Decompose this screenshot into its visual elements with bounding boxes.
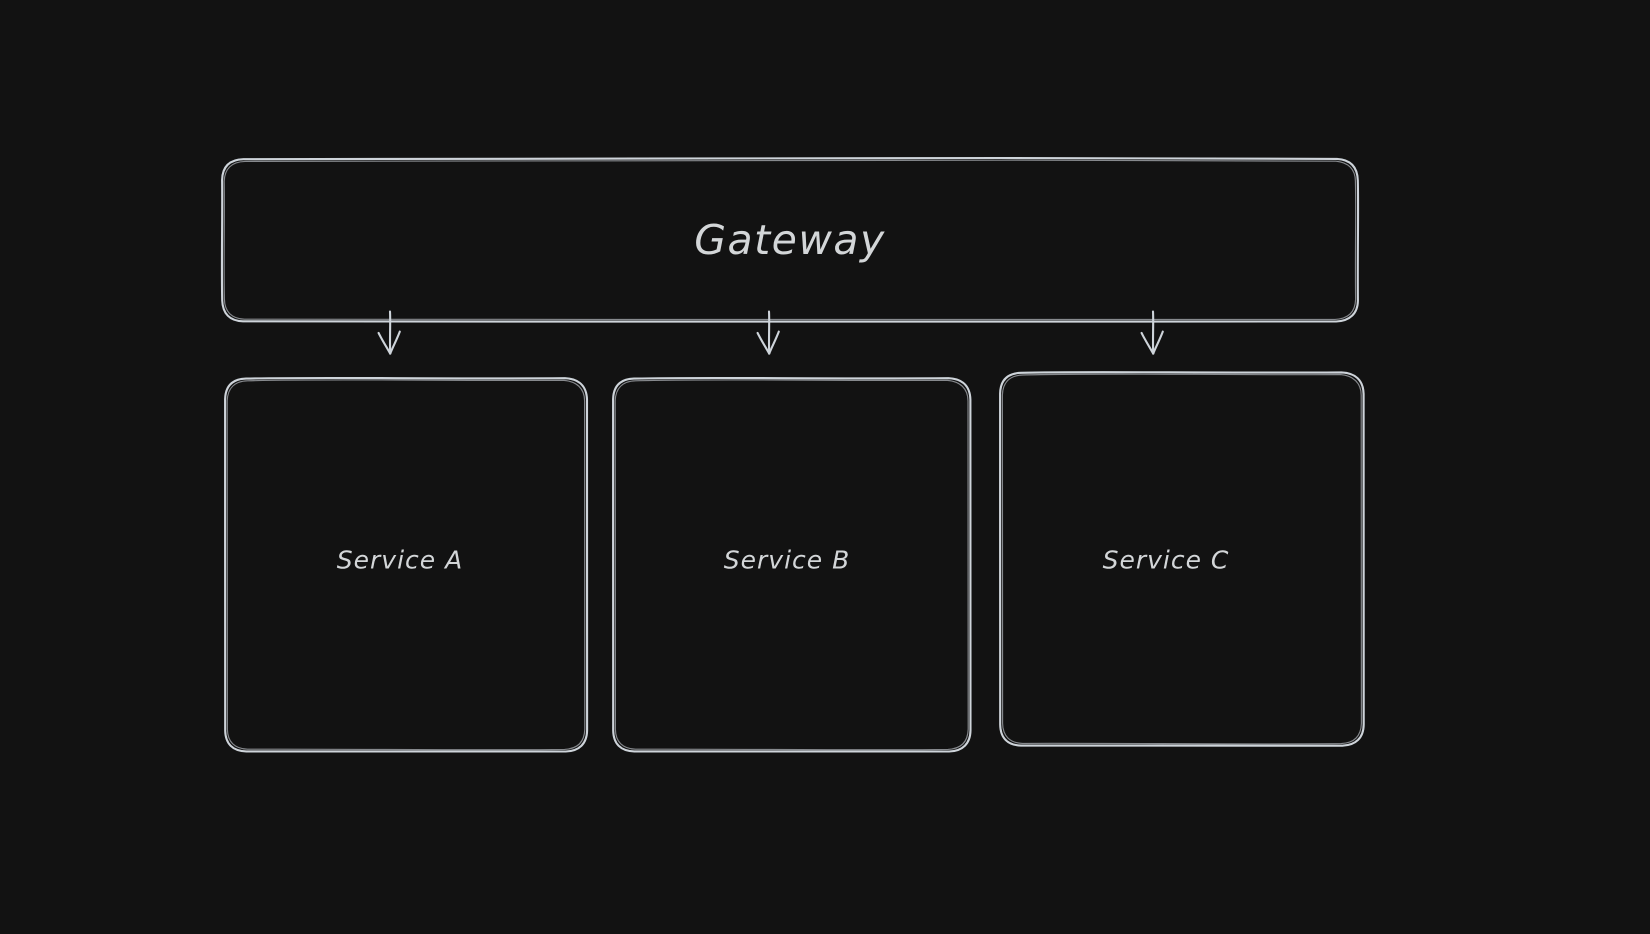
node-gateway-shape[interactable] xyxy=(220,156,1360,323)
node-label-service-b: Service B xyxy=(723,545,851,575)
edge-gateway-to-service-b[interactable] xyxy=(756,310,780,355)
edge-gateway-to-service-a[interactable] xyxy=(377,310,401,355)
node-label-service-a: Service A xyxy=(336,545,464,575)
edge-gateway-to-service-c[interactable] xyxy=(1140,310,1164,355)
node-label-gateway: Gateway xyxy=(694,216,886,264)
node-label-service-c: Service C xyxy=(1102,545,1230,575)
node-service-c-shape[interactable] xyxy=(998,371,1365,748)
node-service-a-shape[interactable] xyxy=(223,376,589,753)
node-service-b-shape[interactable] xyxy=(611,376,972,753)
